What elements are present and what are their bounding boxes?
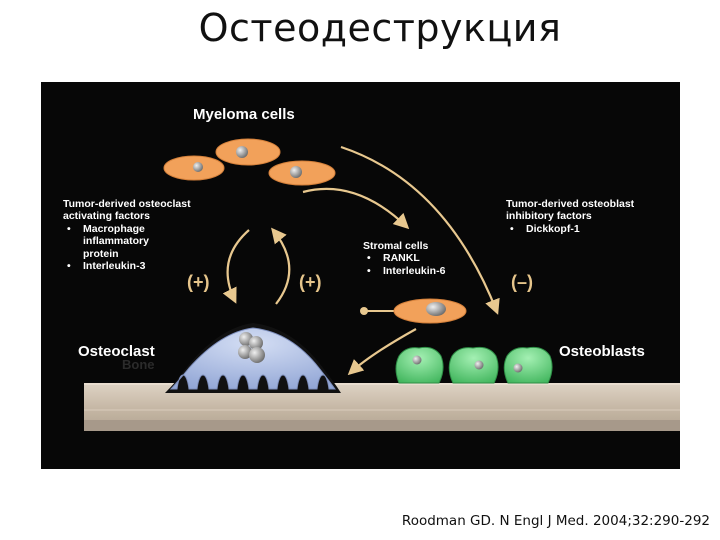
osteoblast-factors-heading: inhibitory factors — [506, 210, 634, 222]
factor-item: Interleukin-3 — [63, 260, 191, 272]
osteodestruction-diagram: Myeloma cells Tumor-derived osteoclast a… — [41, 82, 680, 469]
bone-label: Bone — [122, 357, 155, 372]
osteoblast-factors-heading: Tumor-derived osteoblast — [506, 198, 634, 210]
myeloma-cells — [164, 139, 335, 185]
osteoclast-cell — [165, 323, 341, 393]
factor-item-continued: protein — [63, 248, 191, 260]
stromal-cells-heading: Stromal cells — [363, 240, 445, 252]
plus-sign: (+) — [299, 272, 322, 293]
plus-sign: (+) — [187, 272, 210, 293]
factor-item-continued: inflammatory — [63, 235, 191, 247]
slide-title: Остеодеструкция — [0, 6, 720, 50]
osteoblast-cells — [396, 347, 552, 383]
osteoclast-factors-block: Tumor-derived osteoclast activating fact… — [63, 198, 191, 272]
minus-sign: (–) — [511, 272, 533, 293]
factor-item: Macrophage — [63, 223, 191, 235]
osteoclast-factors-heading: activating factors — [63, 210, 191, 222]
osteoblasts-label: Osteoblasts — [559, 343, 645, 361]
stromal-cells-block: Stromal cells RANKL Interleukin-6 — [363, 240, 445, 277]
citation: Roodman GD. N Engl J Med. 2004;32:290-29… — [402, 513, 710, 529]
stromal-cell — [360, 299, 466, 323]
factor-item: Dickkopf-1 — [506, 223, 634, 235]
nucleus — [249, 347, 265, 363]
stromal-item: Interleukin-6 — [363, 265, 445, 277]
myeloma-cells-label: Myeloma cells — [193, 106, 295, 124]
diagram-graphics — [41, 82, 680, 469]
stromal-item: RANKL — [363, 252, 445, 264]
osteoclast-factors-heading: Tumor-derived osteoclast — [63, 198, 191, 210]
osteoblast-factors-block: Tumor-derived osteoblast inhibitory fact… — [506, 198, 634, 235]
